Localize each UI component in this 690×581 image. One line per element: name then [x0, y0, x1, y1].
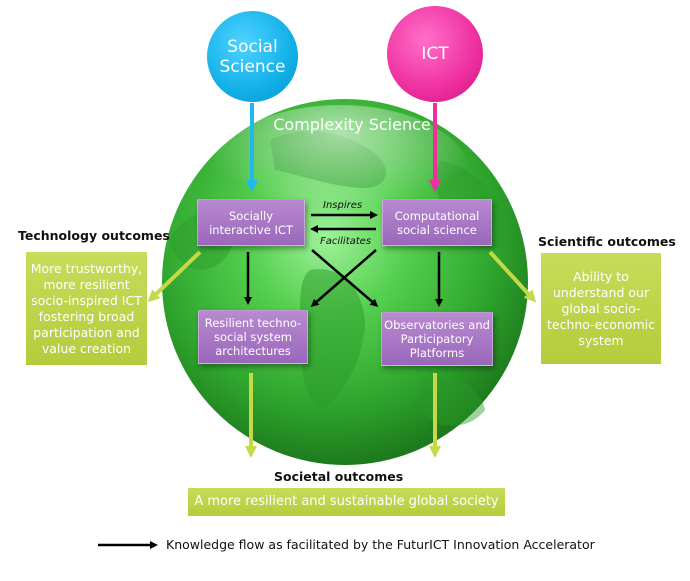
societal-outcomes-heading: Societal outcomes [274, 469, 404, 484]
socially-interactive-ict-label: Socially interactive ICT [209, 208, 293, 237]
flow-arrow-cross-2 [310, 249, 377, 307]
technology-outcome-arrow [147, 250, 202, 303]
scientific-outcomes-text: Ability to understand our global socio- … [546, 268, 655, 348]
scientific-outcomes-box: Ability to understand our global socio- … [541, 253, 661, 364]
technology-outcomes-heading: Technology outcomes [18, 228, 170, 243]
societal-outcomes-box: A more resilient and sustainable global … [188, 488, 505, 516]
observatories-label: Observatories and Participatory Platform… [384, 318, 490, 360]
social-science-circle: Social Science [207, 11, 298, 102]
scientific-outcome-arrow [488, 250, 537, 303]
technology-outcomes-text: More trustworthy, more resilient socio-i… [30, 260, 143, 356]
resilient-architectures-box: Resilient techno- social system architec… [198, 310, 308, 364]
ict-circle: ICT [387, 6, 483, 102]
legend-text: Knowledge flow as facilitated by the Fut… [166, 537, 595, 552]
facilitates-label: Facilitates [320, 236, 372, 247]
inspires-label: Inspires [323, 200, 363, 211]
observatories-box: Observatories and Participatory Platform… [381, 312, 493, 366]
scientific-outcomes-heading: Scientific outcomes [538, 234, 676, 249]
complexity-science-label: Complexity Science [273, 115, 431, 134]
socially-interactive-ict-box: Socially interactive ICT [197, 199, 305, 246]
ict-label: ICT [421, 44, 449, 64]
computational-social-science-box: Computational social science [382, 199, 492, 246]
computational-social-science-label: Computational social science [394, 208, 480, 237]
social-science-label: Social Science [219, 36, 286, 77]
technology-outcomes-box: More trustworthy, more resilient socio-i… [26, 252, 147, 365]
resilient-architectures-label: Resilient techno- social system architec… [204, 316, 302, 358]
societal-outcomes-text: A more resilient and sustainable global … [194, 494, 499, 509]
